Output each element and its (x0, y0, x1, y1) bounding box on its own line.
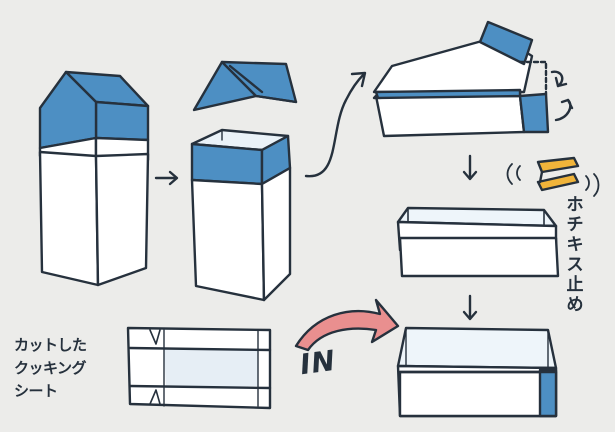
in-label: IN (298, 344, 338, 382)
arrow-right-icon (156, 172, 177, 184)
curved-arrow-icon (306, 73, 365, 176)
staple-char: ス (562, 255, 588, 275)
staple-char: キ (562, 235, 588, 255)
carton-cut-body (192, 130, 290, 300)
cooking-sheet (128, 328, 270, 408)
milk-carton-full (40, 72, 148, 285)
arrow-down-icon (464, 156, 476, 179)
sheet-label-line-1: カットした (14, 334, 124, 357)
staple-label: ホ チ キ ス 止 め (562, 195, 588, 315)
carton-cut-top (194, 62, 296, 110)
arrow-down-icon (464, 296, 476, 319)
staple-char: ホ (562, 195, 588, 215)
carton-open-tray (374, 22, 572, 136)
in-arrow-icon (296, 300, 398, 350)
stapler-icon (508, 158, 599, 196)
final-box-with-sheet (398, 328, 556, 416)
stapled-box (398, 208, 558, 276)
staple-char: 止 (562, 275, 588, 295)
sheet-label-line-3: シート (14, 380, 124, 403)
cut-cooking-sheet-label: カットした クッキング シート (14, 334, 124, 403)
staple-char: チ (562, 215, 588, 235)
staple-char: め (562, 295, 588, 315)
sheet-label-line-2: クッキング (14, 357, 124, 380)
